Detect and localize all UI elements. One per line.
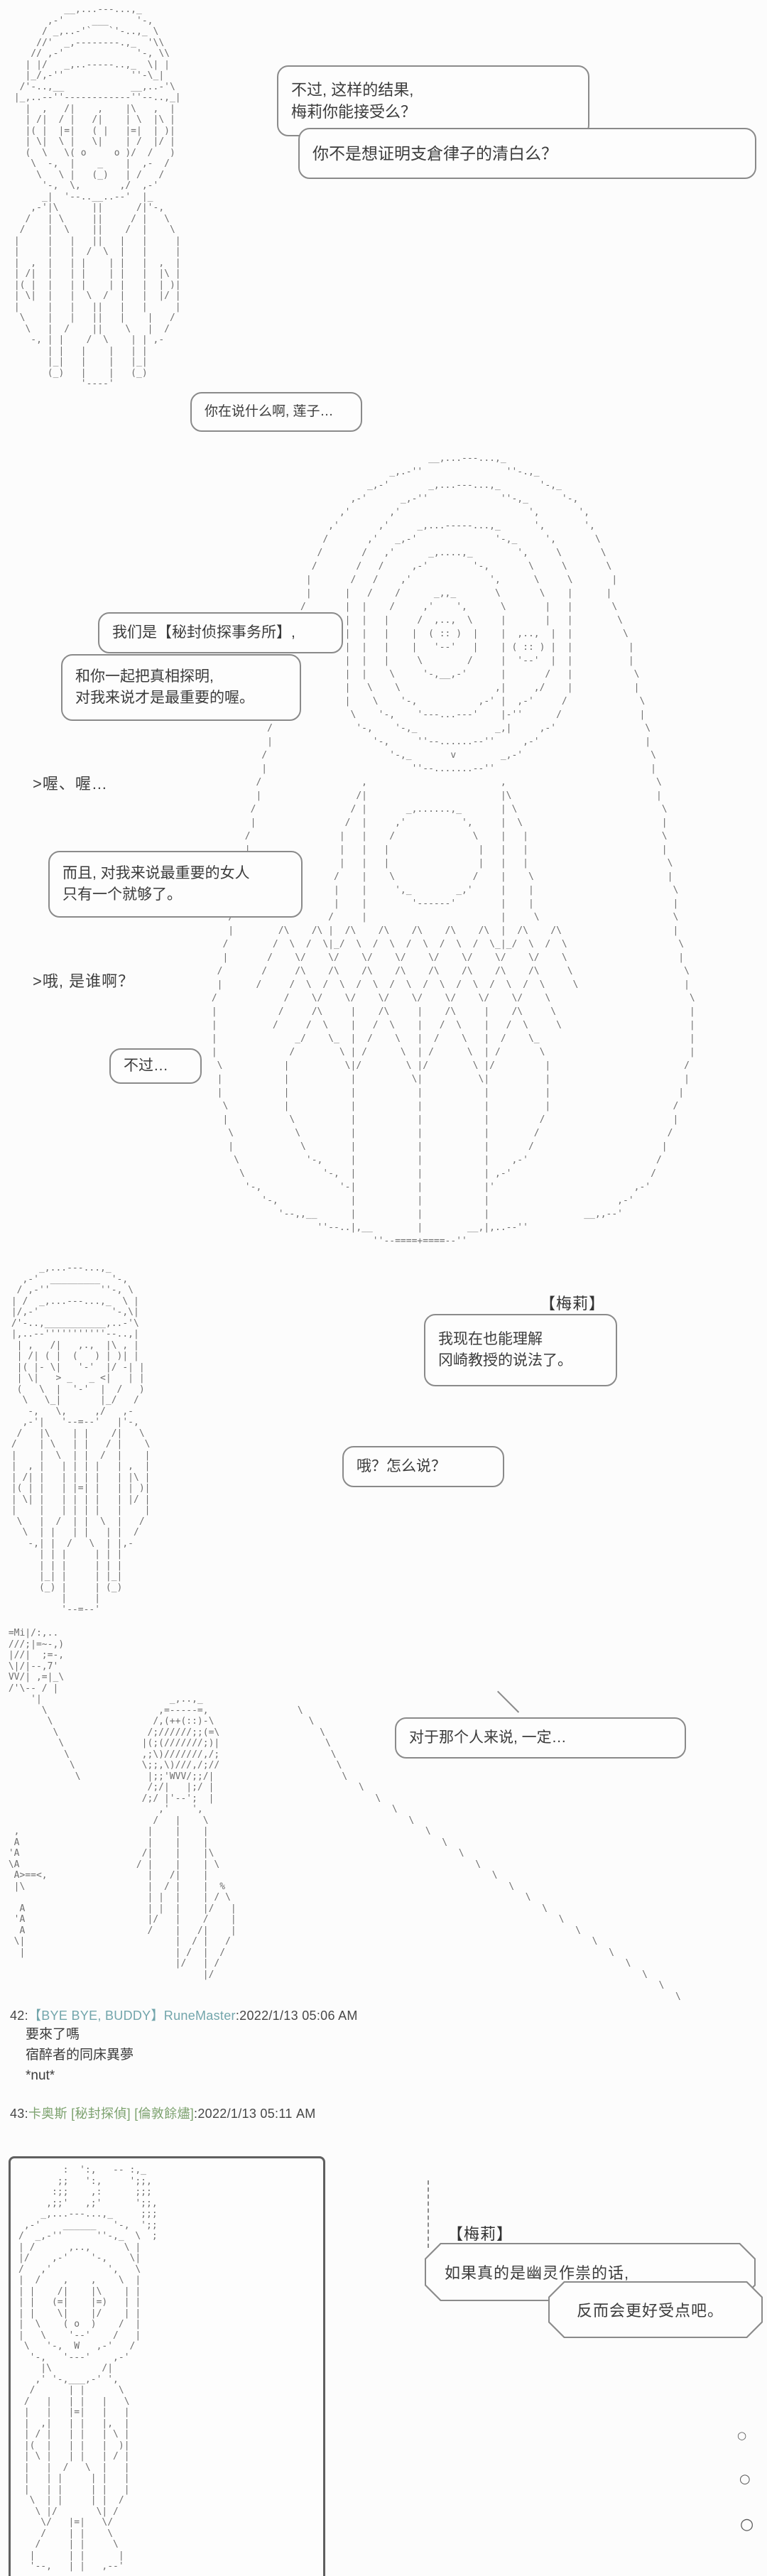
speech-bubble-however: 不过… (109, 1048, 202, 1084)
post-42-header: 42:【BYE BYE, BUDDY】RuneMaster:2022/1/13 … (10, 2006, 358, 2024)
post-42-author: 【BYE BYE, BUDDY】RuneMaster (28, 2009, 236, 2023)
character-label-merry-2: 【梅莉】 (447, 2225, 513, 2243)
speech-bubble-for-that-person: 对于那个人来说, 一定… (395, 1717, 686, 1759)
speech-bubble-prove-innocence: 你不是想证明支倉律子的清白么？ (298, 128, 756, 179)
speech-bubble-if-really-ghost: 如果真的是幽灵作祟的话, (425, 2243, 756, 2301)
bubble-inner-shape: 反而会更好受点吧。 (550, 2283, 761, 2337)
speech-bubble-find-truth-together: 和你一起把真相探明, 对我来说才是最重要的喔。 (61, 654, 301, 721)
bubble-text: 如果真的是幽灵作祟的话, (445, 2264, 630, 2282)
speech-bubble-we-are-agency: 我们是【秘封侦探事务所】, (98, 612, 343, 653)
post-43-author: 卡奥斯 [秘封探偵] [倫敦餘燼] (28, 2107, 195, 2121)
ascii-art-boxed-figure: : ':, -- :,_ ;; ':, ';;, :;; ,: ;;; ,;;'… (18, 2165, 158, 2572)
bubble-text: 反而会更好受点吧。 (577, 2302, 724, 2320)
thought-dot-small: ○ (737, 2429, 747, 2442)
speech-bubble-oh-how-so: 哦？怎么说？ (342, 1446, 504, 1487)
thought-dot-large: ○ (740, 2516, 754, 2533)
bubble-inner-shape: 如果真的是幽灵作祟的话, (426, 2244, 754, 2300)
post-42-body: 要來了嗎 宿醉者的同床異夢 *nut* (26, 2027, 134, 2083)
ascii-art-diagonal-scene: =Mi|/:,.. ///;|=~-,) |//| ;=-, \|/|--,7'… (8, 1628, 681, 2002)
speech-bubble-feel-better: 反而会更好受点吧。 (548, 2281, 763, 2338)
ascii-art-renko-scene2: _,...---...,_ ,-' _________ '-, / ,-'' '… (11, 1263, 151, 1615)
post-43-number: 43: (10, 2107, 28, 2121)
post-43-header: 43:卡奥斯 [秘封探偵] [倫敦餘燼]:2022/1/13 05:11 AM (10, 2104, 316, 2122)
speech-bubble-result-question: 不过, 这样的结果, 梅莉你能接受么？ (277, 65, 589, 136)
quote-line-who-is-it: >哦, 是谁啊？ (33, 972, 135, 990)
quote-line-oh-oh: >喔、喔… (33, 775, 108, 793)
post-42-timestamp: 2022/1/13 05:06 AM (239, 2009, 358, 2023)
ascii-art-frame-box (9, 2156, 325, 2576)
thought-dot-medium: ○ (739, 2472, 751, 2487)
post-43-separator: : (194, 2107, 198, 2121)
speech-bubble-what-are-you-saying: 你在说什么啊, 莲子… (190, 392, 362, 432)
post-43-timestamp: 2022/1/13 05:11 AM (197, 2107, 316, 2121)
ascii-art-renko-top: __,...---...,_ ,-' ___ '-, / _,..-'` `'-… (13, 4, 181, 389)
speech-bubble-understand-professor: 我现在也能理解 冈崎教授的说法了。 (424, 1314, 617, 1386)
post-42-separator: : (235, 2009, 240, 2023)
character-label-merry: 【梅莉】 (540, 1295, 606, 1313)
speech-bubble-most-important-woman: 而且, 对我来说最重要的女人 只有一个就够了。 (48, 851, 303, 918)
art-dash-line (428, 2180, 429, 2248)
ascii-art-merry-portrait: __,...---...,_ _,.-'' ''-.,_ _,-' _,...-… (211, 453, 695, 1246)
post-42-number: 42: (10, 2009, 28, 2023)
